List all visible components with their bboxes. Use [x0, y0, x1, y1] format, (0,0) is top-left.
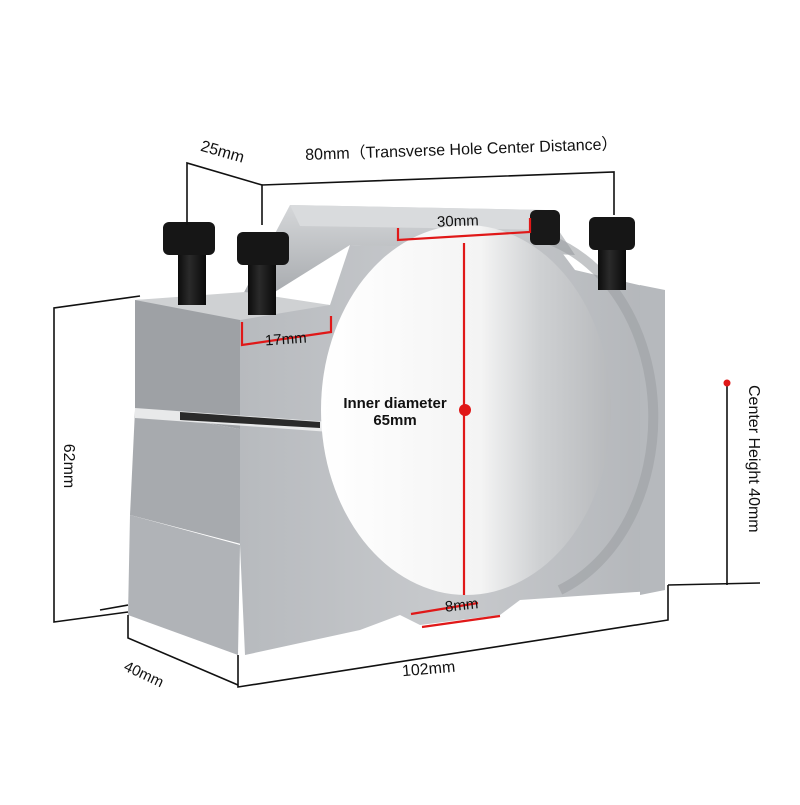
dimension-lines [53, 161, 761, 688]
bolt-back-center [530, 210, 560, 245]
center-height-dot [723, 379, 731, 387]
label-slot: 8mm [444, 595, 480, 616]
bolt-front-left [163, 222, 215, 305]
center-dot [459, 404, 471, 416]
label-ledge: 17mm [264, 329, 308, 350]
red-markers [240, 218, 532, 629]
label-inner-diameter: Inner diameter 65mm [330, 395, 460, 429]
label-center-height: Center Height 40mm [745, 385, 762, 533]
label-inner-diameter-title: Inner diameter [343, 395, 447, 412]
label-height: 62mm [60, 443, 78, 489]
label-inner-diameter-value: 65mm [373, 412, 417, 429]
bolt-front-center [237, 232, 289, 315]
label-top-flat: 30mm [436, 212, 479, 231]
bolt-back-right [589, 217, 635, 290]
